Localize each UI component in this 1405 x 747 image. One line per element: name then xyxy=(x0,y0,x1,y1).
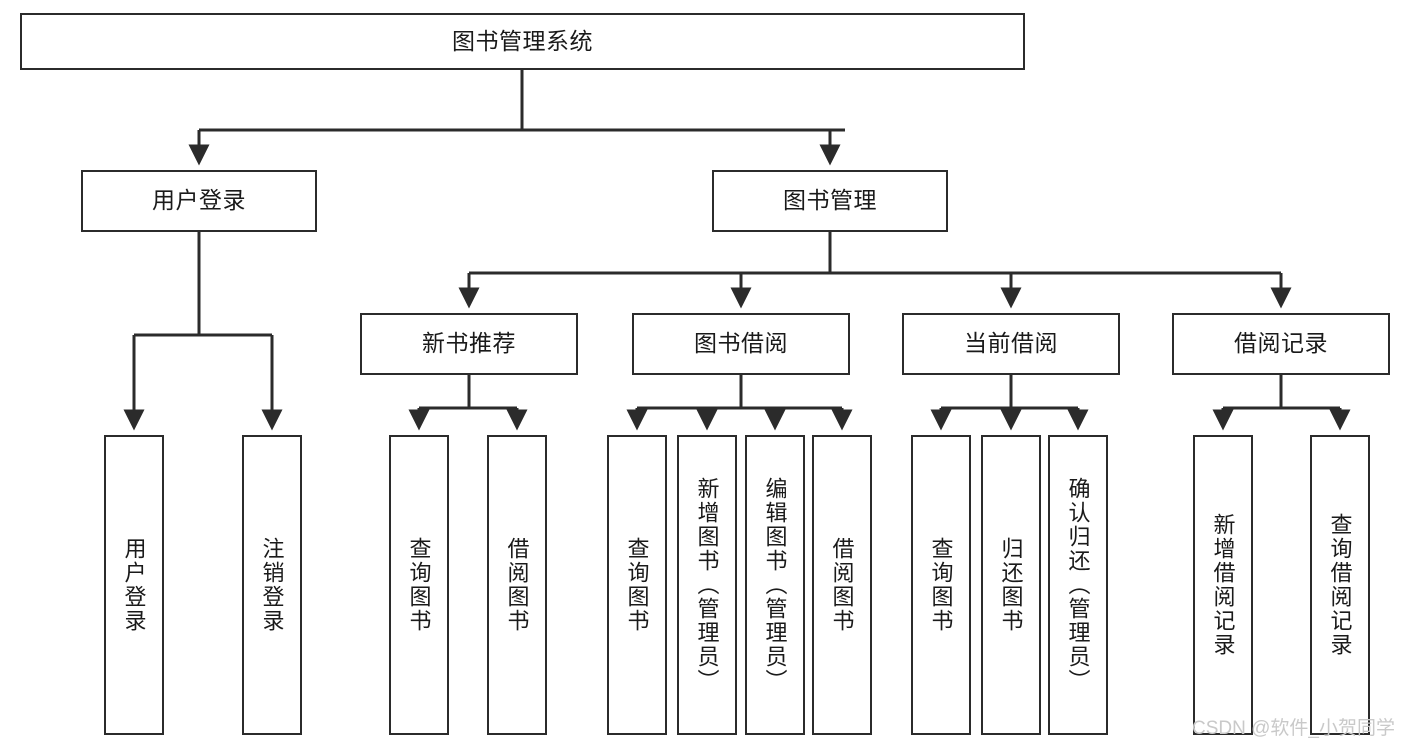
leaf-user-login[interactable]: 用户登录 xyxy=(104,435,164,735)
leaf-record-add-borrow-record[interactable]: 新增借阅记录 xyxy=(1193,435,1253,735)
leaf-borrow-borrow-book[interactable]: 借阅图书 xyxy=(812,435,872,735)
node-label: 借阅记录 xyxy=(1234,330,1328,357)
node-book-borrow[interactable]: 图书借阅 xyxy=(632,313,850,375)
leaf-current-query-book[interactable]: 查询图书 xyxy=(911,435,971,735)
node-label: 当前借阅 xyxy=(964,330,1058,357)
node-label: 新增图书（管理员） xyxy=(694,477,720,693)
leaf-borrow-edit-book-admin[interactable]: 编辑图书（管理员） xyxy=(745,435,805,735)
node-label: 用户登录 xyxy=(152,187,246,214)
node-label: 借阅图书 xyxy=(829,537,855,633)
node-user-login[interactable]: 用户登录 xyxy=(81,170,317,232)
node-label: 归还图书 xyxy=(998,537,1024,633)
leaf-record-query-borrow-record[interactable]: 查询借阅记录 xyxy=(1310,435,1370,735)
node-root-system[interactable]: 图书管理系统 xyxy=(20,13,1025,70)
node-new-book-recommend[interactable]: 新书推荐 xyxy=(360,313,578,375)
leaf-borrow-add-book-admin[interactable]: 新增图书（管理员） xyxy=(677,435,737,735)
leaf-recommend-query-book[interactable]: 查询图书 xyxy=(389,435,449,735)
leaf-user-logout[interactable]: 注销登录 xyxy=(242,435,302,735)
node-label: 查询图书 xyxy=(624,537,650,633)
node-label: 查询图书 xyxy=(928,537,954,633)
node-label: 查询图书 xyxy=(406,537,432,633)
node-borrow-record[interactable]: 借阅记录 xyxy=(1172,313,1390,375)
node-label: 图书借阅 xyxy=(694,330,788,357)
node-label: 图书管理系统 xyxy=(452,27,593,54)
leaf-current-return-book[interactable]: 归还图书 xyxy=(981,435,1041,735)
leaf-recommend-borrow-book[interactable]: 借阅图书 xyxy=(487,435,547,735)
node-label: 新书推荐 xyxy=(422,330,516,357)
node-label: 注销登录 xyxy=(259,537,285,633)
node-label: 图书管理 xyxy=(783,187,877,214)
node-label: 编辑图书（管理员） xyxy=(762,477,788,693)
node-current-borrow[interactable]: 当前借阅 xyxy=(902,313,1120,375)
node-label: 用户登录 xyxy=(121,537,147,633)
leaf-current-confirm-return-admin[interactable]: 确认归还（管理员） xyxy=(1048,435,1108,735)
node-label: 查询借阅记录 xyxy=(1327,513,1353,657)
node-book-management[interactable]: 图书管理 xyxy=(712,170,948,232)
node-label: 新增借阅记录 xyxy=(1210,513,1236,657)
leaf-borrow-query-book[interactable]: 查询图书 xyxy=(607,435,667,735)
csdn-watermark: CSDN @软件_小贺同学 xyxy=(1192,718,1395,739)
node-label: 确认归还（管理员） xyxy=(1065,477,1091,693)
node-label: 借阅图书 xyxy=(504,537,530,633)
